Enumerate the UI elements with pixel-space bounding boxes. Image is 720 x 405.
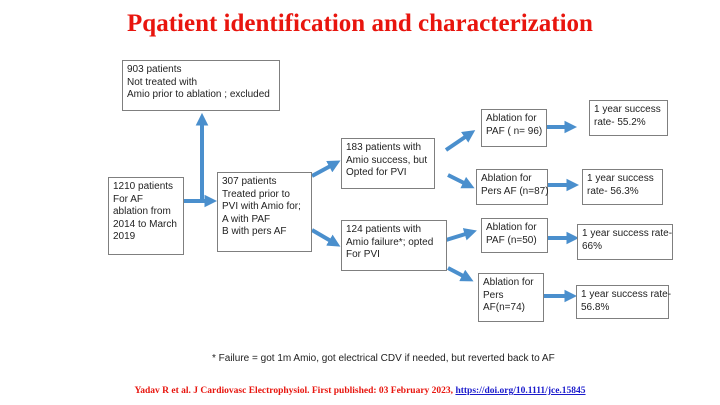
arrow-to-amio-failure [310,228,341,247]
box-line: Ablation for [486,113,537,124]
box-line: Not treated with [127,76,198,88]
box-line: 183 patients with [346,142,422,153]
box-line: Opted for PVI [346,167,407,178]
box-line: 66% [582,240,603,252]
box-line: 1 year success rate- [581,289,672,300]
box-line: 56.8% [581,301,610,313]
box-line: AF(n=74) [483,302,525,313]
box-line: Amio prior to ablation ; excluded [127,89,270,100]
box-line: 307 patients [222,176,277,187]
box-line: Treated prior to [222,188,290,200]
box-line: rate- 56.3% [587,185,639,197]
box-line: 2014 to March [113,218,177,230]
footnote: * Failure = got 1m Amio, got electrical … [212,353,555,364]
box-line: Ablation for [483,277,534,288]
box-line: 1 year success [594,104,661,115]
citation-doi-link[interactable]: https://doi.org/10.1111/jce.15845 [455,386,586,396]
box-line: PAF ( n= 96) [486,125,543,137]
box-line: Pers AF (n=87) [481,185,549,197]
box-line: Pers [483,289,504,301]
arrow-to-ablation-pers-2 [447,266,474,282]
box-success-3: 1 year success rate-66% [577,224,673,260]
arrow-to-amio-success [311,160,341,178]
box-line: PAF (n=50) [486,234,537,246]
box-line: 124 patients with [346,224,422,235]
arrow-to-ablation-pers-1 [447,173,475,189]
box-line: For AF [113,193,144,205]
box-line: Ablation for [486,222,537,233]
box-line: PVI with Amio for; [222,201,301,212]
box-line: B with pers AF [222,226,287,237]
box-line: A with PAF [222,213,271,225]
box-line: For PVI [346,249,380,260]
box-line: ablation from [113,206,171,217]
arrow-to-ablation-paf-1 [444,130,476,152]
citation-text: Yadav R et al. J Cardiovasc Electrophysi… [134,386,456,396]
box-line: Amio failure*; opted [346,236,434,248]
box-success-4: 1 year success rate-56.8% [576,285,672,319]
box-line: 1 year success rate- [582,228,673,239]
citation: Yadav R et al. J Cardiovasc Electrophysi… [0,386,720,396]
box-line: 1 year success [587,173,654,184]
box-line: 2019 [113,231,136,242]
box-line: 903 patients [127,64,182,75]
box-line: Amio success, but [346,154,428,166]
slide-title: Pqatient identification and characteriza… [127,10,593,37]
box-line: rate- 55.2% [594,116,646,128]
box-line: Ablation for [481,173,532,184]
box-line: 1210 patients [113,181,174,192]
arrow-to-ablation-paf-2 [445,228,477,242]
